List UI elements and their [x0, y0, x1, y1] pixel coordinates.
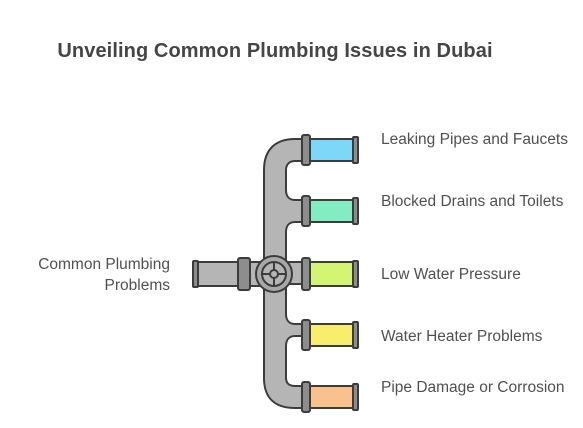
branch-outlet-2 [309, 199, 355, 223]
branch-outlet-1 [309, 138, 355, 162]
page-title: Unveiling Common Plumbing Issues in Duba… [57, 40, 493, 62]
branch-label-pipe-damage: Pipe Damage or Corrosion [381, 379, 565, 396]
input-pipe-cap [192, 260, 199, 288]
branch-connector-3 [301, 257, 311, 291]
branch-cap-4 [352, 321, 359, 349]
branch-connector-2 [301, 195, 311, 227]
branch-cap-3 [352, 260, 359, 288]
branch-connector-5 [301, 381, 311, 413]
branch-label-water-heater: Water Heater Problems [381, 328, 543, 345]
branch-cap-1 [352, 136, 359, 164]
branch-pipe-4 [301, 319, 359, 351]
branch-outlet-4 [309, 323, 355, 347]
valve-wheel-icon [255, 255, 293, 293]
branch-cap-2 [352, 197, 359, 225]
branch-connector-4 [301, 319, 311, 351]
root-label: Common Plumbing Problems [38, 256, 170, 294]
branch-pipe-3 [301, 257, 359, 291]
branch-cap-5 [352, 383, 359, 411]
branch-connector-1 [301, 134, 311, 166]
input-pipe-connector [237, 257, 251, 291]
branch-label-blocked-drains: Blocked Drains and Toilets [381, 193, 564, 210]
branch-label-low-pressure: Low Water Pressure [381, 266, 521, 283]
branch-outlet-5 [309, 385, 355, 409]
branch-outlet-3 [309, 261, 355, 287]
branch-pipe-2 [301, 195, 359, 227]
branch-pipe-1 [301, 134, 359, 166]
branch-pipe-5 [301, 381, 359, 413]
branch-label-leaking-pipes: Leaking Pipes and Faucets [381, 131, 568, 148]
